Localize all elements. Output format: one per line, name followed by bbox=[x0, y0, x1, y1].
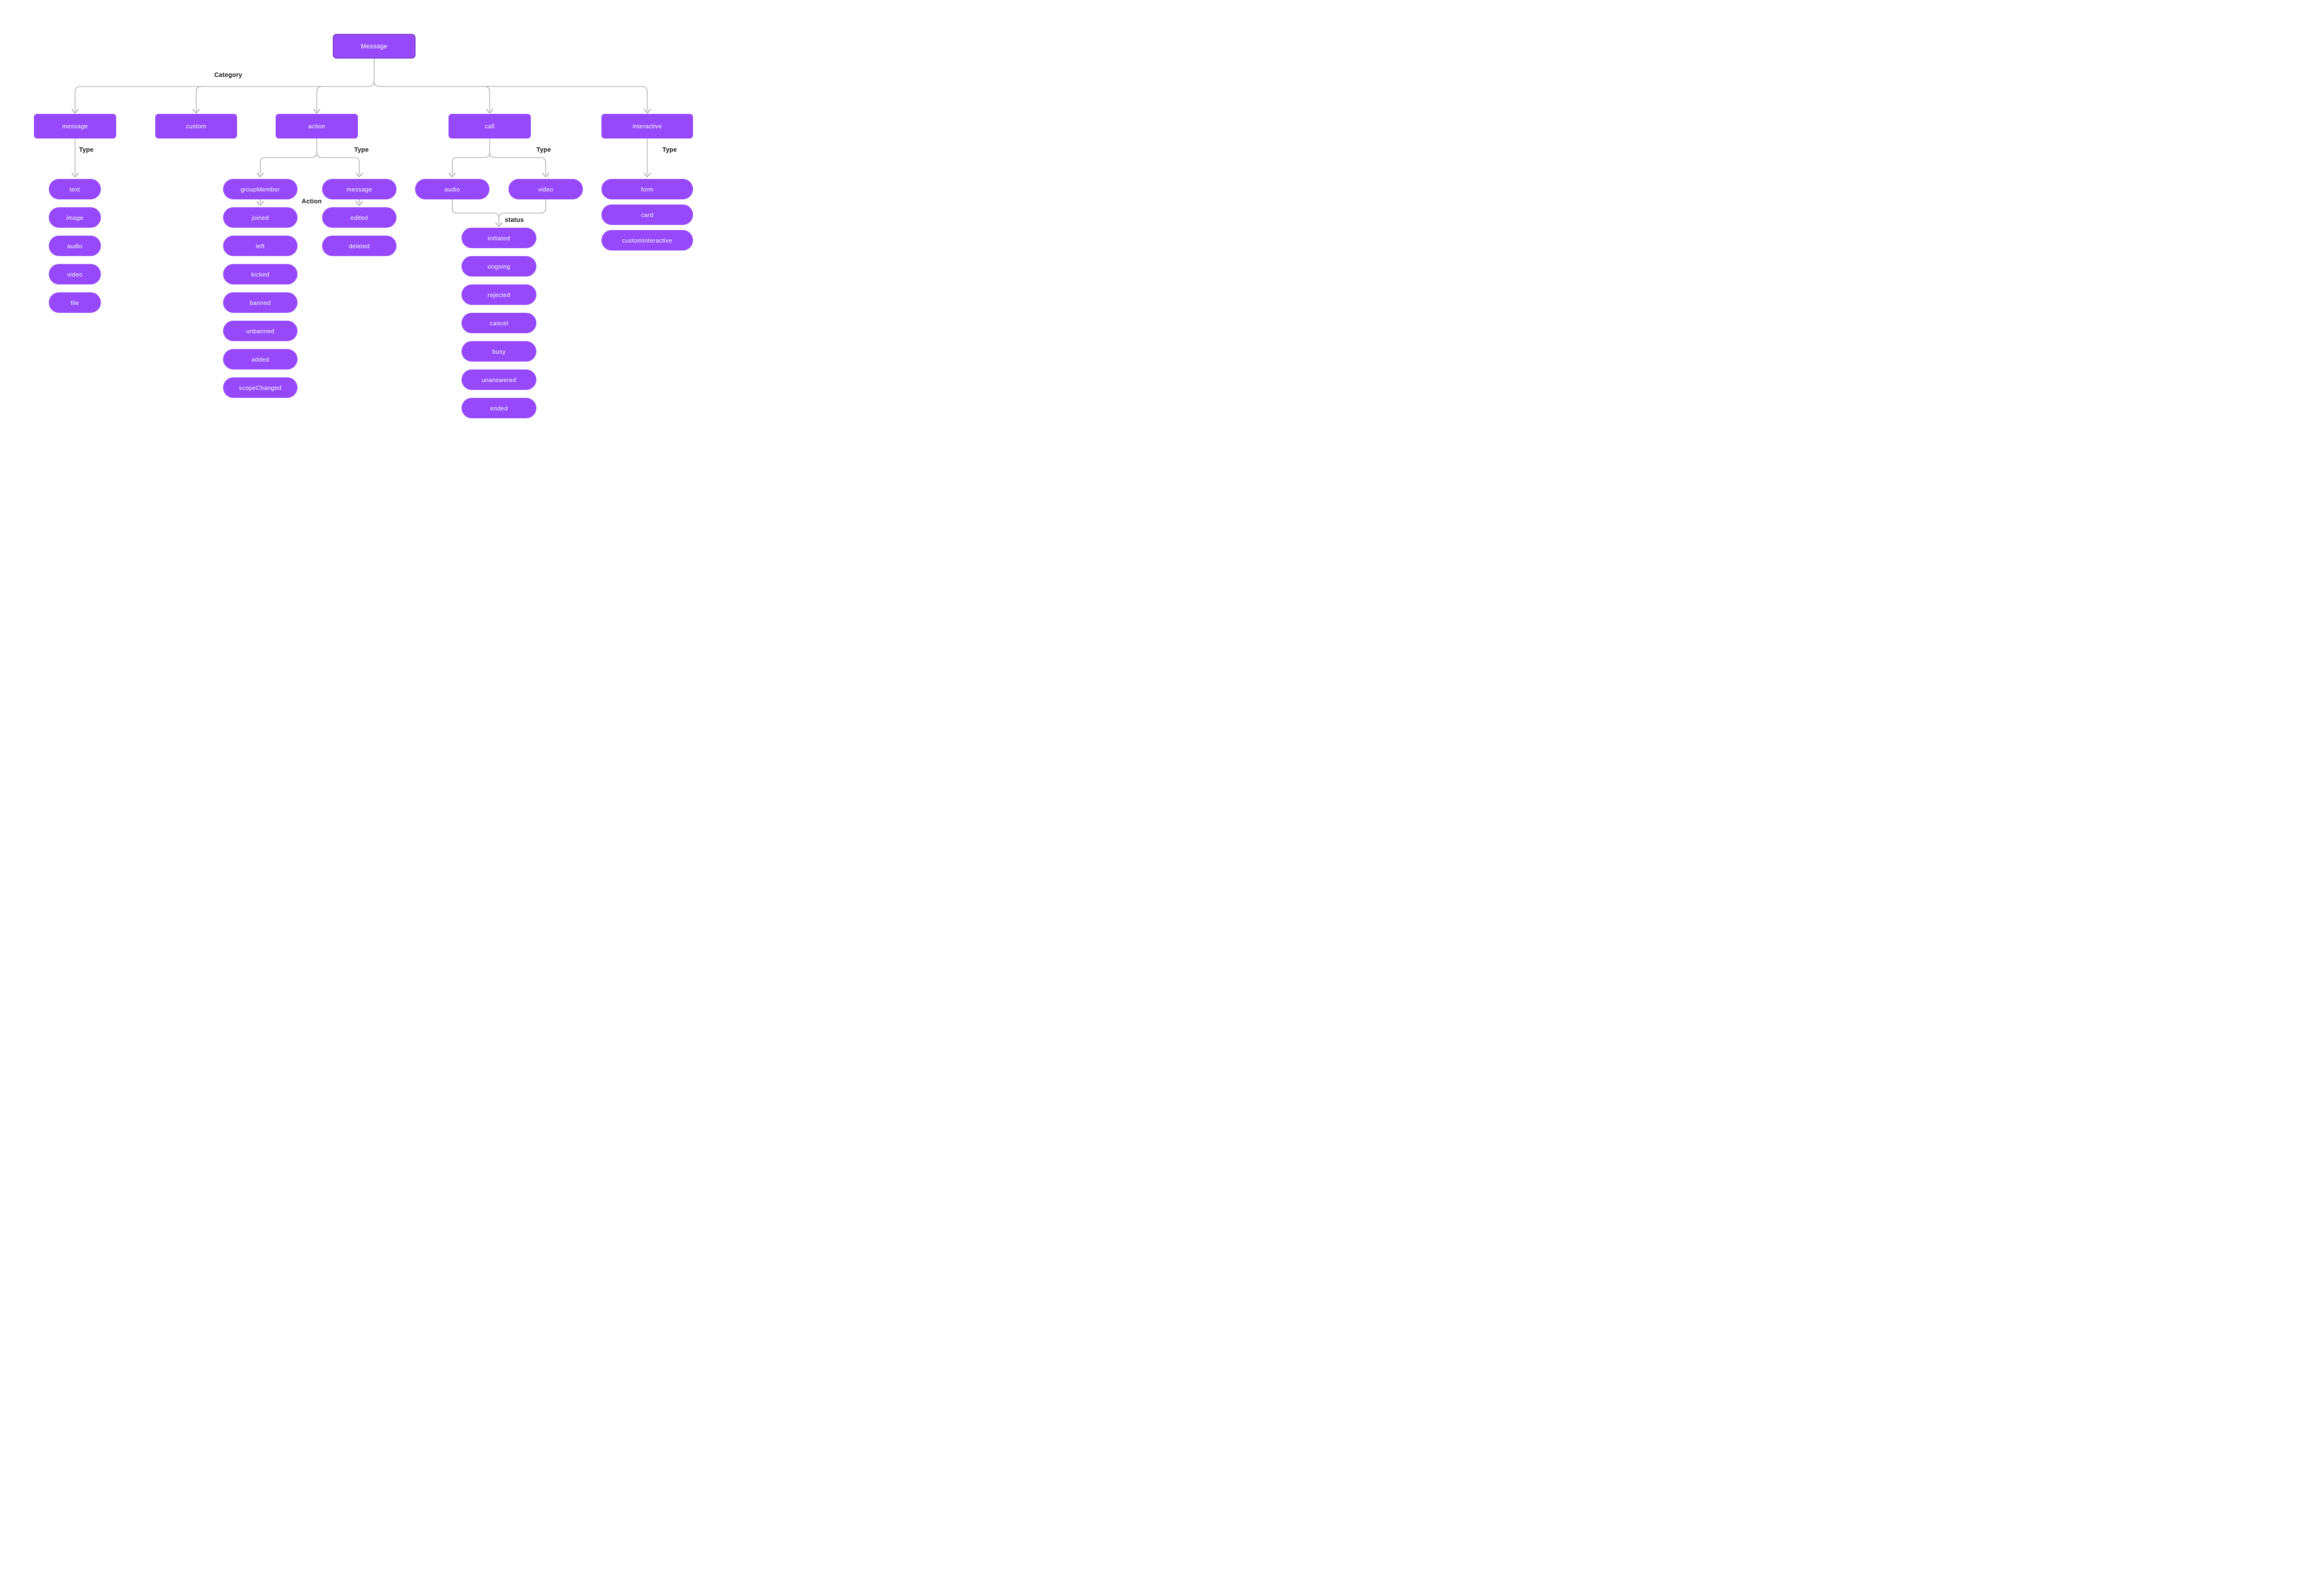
connector-trunk-left bbox=[74, 59, 375, 111]
node-category-message: message bbox=[34, 114, 116, 139]
node-interactive-form: form bbox=[601, 179, 693, 199]
node-call-audio: audio bbox=[415, 179, 489, 199]
arrowhead-category-action bbox=[313, 109, 321, 114]
connector-status-merge-left bbox=[452, 199, 500, 224]
node-status-ended: ended bbox=[462, 398, 536, 418]
node-call-video: video bbox=[508, 179, 583, 199]
node-type-groupmember: groupMember bbox=[223, 179, 297, 199]
node-type-video: video bbox=[49, 264, 101, 284]
arrowhead-action-message bbox=[356, 172, 363, 178]
node-action-scopechanged: scopeChanged bbox=[223, 377, 297, 398]
node-status-busy: busy bbox=[462, 341, 536, 362]
node-category-action: action bbox=[276, 114, 358, 139]
node-interactive-card: card bbox=[601, 204, 693, 225]
node-interactive-custominteractive: customInteractive bbox=[601, 230, 693, 251]
node-status-rejected: rejected bbox=[462, 284, 536, 305]
node-type-action-message: message bbox=[322, 179, 396, 199]
node-category-custom: custom bbox=[155, 114, 237, 139]
node-action-banned: banned bbox=[223, 292, 297, 313]
arrowhead-interactive-type bbox=[643, 172, 651, 178]
node-action-deleted: deleted bbox=[322, 236, 396, 256]
arrowhead-edited bbox=[356, 201, 363, 206]
arrowhead-joined bbox=[257, 201, 264, 206]
node-action-left: left bbox=[223, 236, 297, 256]
connector-trunk-right bbox=[374, 80, 648, 111]
connector-branch-action bbox=[316, 86, 323, 111]
node-action-joined: joined bbox=[223, 207, 297, 228]
edge-label-status: status bbox=[505, 216, 524, 224]
node-action-unbanned: unbanned bbox=[223, 321, 297, 341]
node-action-kicked: kicked bbox=[223, 264, 297, 284]
node-category-call: call bbox=[449, 114, 531, 139]
node-status-initiated: initiated bbox=[462, 228, 536, 248]
node-type-image: image bbox=[49, 207, 101, 228]
flowchart-canvas: Message Category Type Type Type Type Act… bbox=[0, 0, 729, 453]
connector-call-split-left bbox=[452, 139, 490, 175]
node-type-audio: audio bbox=[49, 236, 101, 256]
arrowhead-category-custom bbox=[192, 109, 200, 114]
arrowhead-initiated bbox=[495, 222, 503, 227]
node-status-cancel: cancel bbox=[462, 313, 536, 333]
arrowhead-message-type bbox=[71, 172, 79, 178]
node-status-unanswered: unanswered bbox=[462, 369, 536, 390]
connector-branch-custom bbox=[196, 86, 202, 111]
node-action-edited: edited bbox=[322, 207, 396, 228]
arrowhead-category-call bbox=[486, 109, 494, 114]
connector-call-split-right bbox=[489, 152, 546, 175]
node-action-added: added bbox=[223, 349, 297, 369]
edge-label-type-call: Type bbox=[536, 146, 551, 153]
edge-label-type-message: Type bbox=[79, 146, 94, 153]
node-type-file: file bbox=[49, 292, 101, 313]
node-root-message: Message bbox=[333, 34, 416, 59]
connector-branch-call bbox=[484, 86, 490, 111]
node-category-interactive: interactive bbox=[601, 114, 693, 139]
arrowhead-category-message bbox=[71, 109, 79, 114]
arrowhead-call-video bbox=[542, 172, 549, 178]
arrowhead-groupmember bbox=[257, 172, 264, 178]
node-status-ongoing: ongoing bbox=[462, 256, 536, 277]
edge-label-category: Category bbox=[214, 71, 243, 79]
edge-label-type-action: Type bbox=[354, 146, 369, 153]
edge-label-type-interactive: Type bbox=[662, 146, 677, 153]
connector-status-merge-right bbox=[498, 199, 546, 218]
arrowhead-call-audio bbox=[449, 172, 456, 178]
node-type-text: text bbox=[49, 179, 101, 199]
arrowhead-category-interactive bbox=[643, 109, 651, 114]
edge-label-action: Action bbox=[302, 198, 322, 205]
connector-action-split-right bbox=[316, 152, 360, 175]
connector-action-split-left bbox=[260, 139, 317, 175]
